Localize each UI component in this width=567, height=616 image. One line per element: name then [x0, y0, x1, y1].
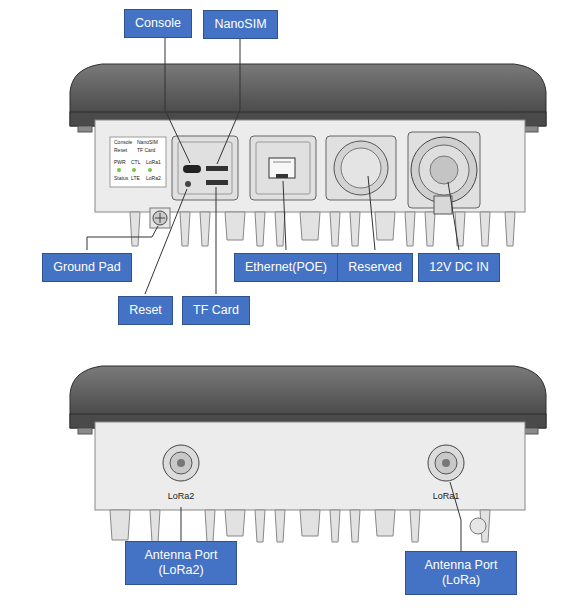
callout-box: Ethernet(POE): [234, 253, 338, 282]
callout-label: Ethernet(POE): [245, 260, 327, 275]
part-label: TF Card: [137, 148, 155, 153]
callout-box: 12V DC IN: [418, 253, 500, 282]
part-label: Status: [114, 176, 128, 181]
callout-box: Ground Pad: [42, 253, 132, 282]
gateway-bottom-view: [70, 366, 546, 542]
part-label: LoRa1: [146, 160, 161, 165]
callout-label: NanoSIM: [214, 17, 267, 32]
part-label: LoRa2: [168, 492, 195, 501]
part-label: LoRa1: [433, 492, 460, 501]
part-label: LoRa2: [146, 176, 161, 181]
callout-label: Antenna Port (LoRa2): [136, 548, 226, 578]
part-label: NanoSIM: [137, 140, 158, 145]
part-label: Reset: [114, 148, 127, 153]
part-label: Console: [114, 140, 132, 145]
callout-label: Reserved: [348, 260, 402, 275]
callout-label: Reset: [129, 303, 162, 318]
part-label: LTE: [131, 176, 140, 181]
callout-label: TF Card: [193, 303, 239, 318]
callout-label: Antenna Port (LoRa): [416, 558, 506, 588]
leader-lines: [87, 38, 459, 294]
callout-box: Reserved: [337, 253, 413, 282]
callout-label: Ground Pad: [53, 260, 121, 275]
callout-box: Reset: [118, 296, 173, 325]
part-label: PWR: [114, 160, 126, 165]
part-label: CTL: [131, 160, 140, 165]
callout-label: 12V DC IN: [429, 260, 489, 275]
callout-box: Antenna Port (LoRa2): [125, 541, 237, 585]
callout-box: TF Card: [182, 296, 250, 325]
callout-box: Console: [124, 9, 192, 38]
callout-box: Antenna Port (LoRa): [405, 551, 517, 595]
gateway-top-view: [70, 64, 546, 246]
callout-label: Console: [135, 16, 181, 31]
callout-box: NanoSIM: [203, 10, 278, 39]
